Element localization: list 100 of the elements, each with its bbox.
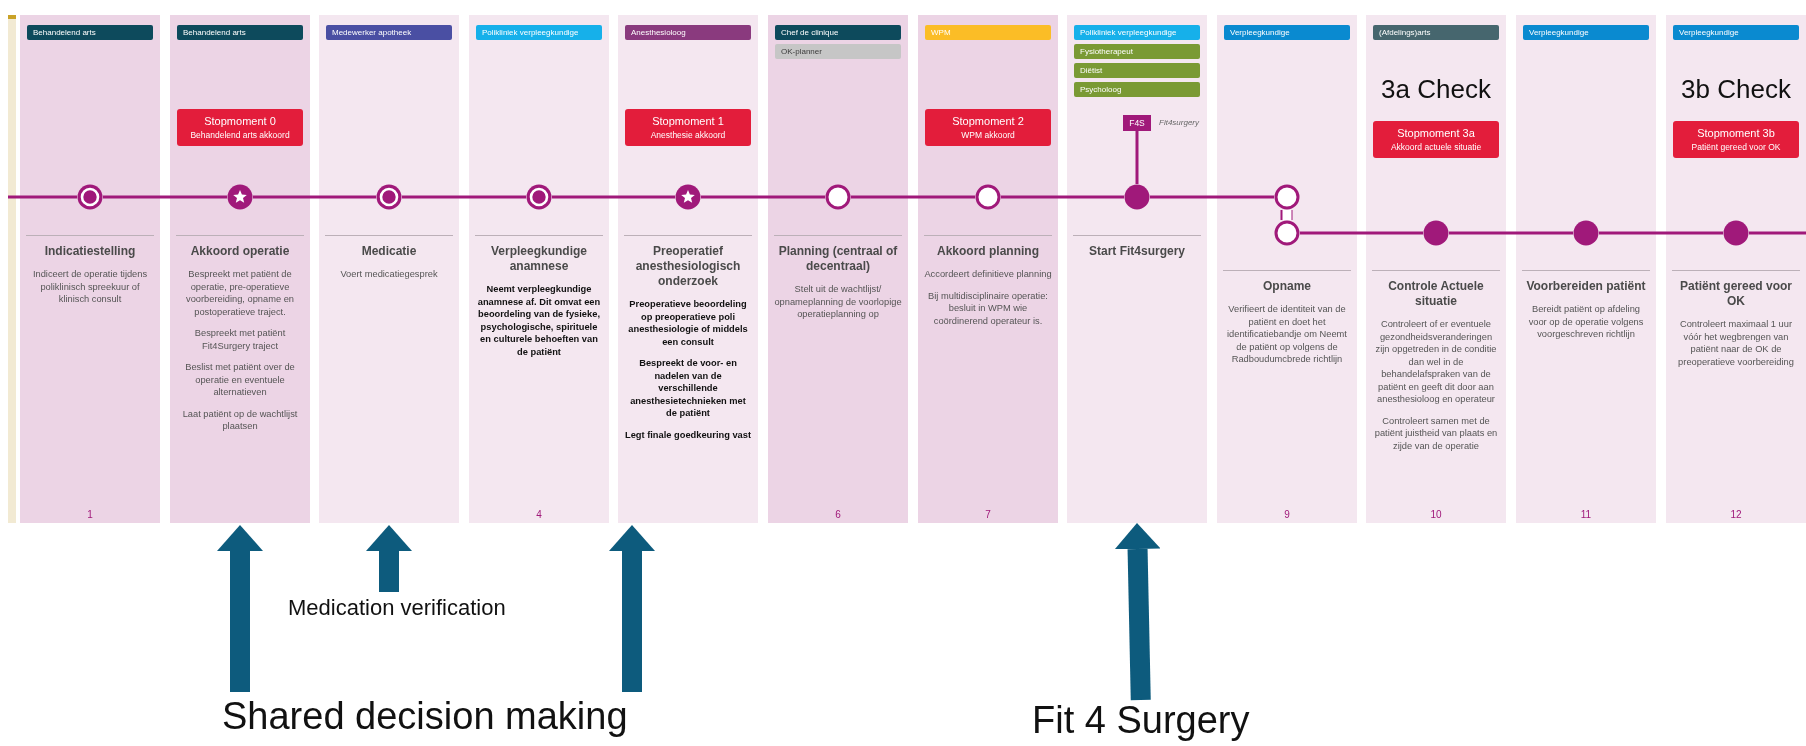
process-column: [768, 15, 908, 523]
timeline-line: [8, 195, 77, 199]
timeline-line: [1150, 195, 1274, 199]
check-label: 3a Check: [1380, 74, 1492, 105]
stop-moment-box: [625, 109, 751, 146]
timeline-line: [552, 195, 675, 199]
step-number: 10: [1430, 509, 1442, 520]
role-tag: (Afdelings)arts: [1373, 25, 1499, 40]
milestone-marker: [975, 184, 1001, 210]
step-number: 6: [835, 509, 841, 520]
step-description: Bespreekt met patiënt Fit4Surgery traject: [193, 327, 287, 352]
milestone-marker: [1274, 220, 1300, 246]
step-title: Medicatie: [361, 244, 417, 259]
stop-moment-title: Stopmoment 1: [652, 114, 724, 129]
milestone-marker: [1423, 220, 1449, 246]
timeline-line: [1449, 231, 1573, 235]
step-description: Controleert of er eventuele gezondheidsveranderingen zijn opgetreden in de conditie dan wel in de behandelafspraken van de patiënt en geeft dit door aan anesthesioloog en operateur: [1374, 318, 1498, 406]
process-column: [1366, 15, 1506, 523]
process-column: [20, 15, 160, 523]
role-tag: Diëtist: [1074, 63, 1200, 78]
process-column: [170, 15, 310, 523]
role-tag: Medewerker apotheek: [326, 25, 452, 40]
milestone-marker: [376, 184, 402, 210]
role-tag: WPM: [925, 25, 1051, 40]
stop-moment-box: [1373, 121, 1499, 158]
role-tag: OK-planner: [775, 44, 901, 59]
process-column: [1666, 15, 1806, 523]
step-description: Preoperatieve beoordeling op preoperatieve poli anesthesiologie of middels een consult: [627, 298, 749, 348]
milestone-marker: [526, 184, 552, 210]
role-tag: Psycholoog: [1074, 82, 1200, 97]
step-title: Start Fit4surgery: [1089, 244, 1185, 259]
process-column: [918, 15, 1058, 523]
step-description: Bij multidisciplinaire operatie: besluit in WPM wie coördinerend operateur is.: [927, 289, 1049, 327]
timeline-line: [103, 195, 227, 199]
process-column: [618, 15, 758, 523]
step-title: Verpleegkundige anamnese: [490, 244, 588, 274]
process-column: [1067, 15, 1207, 523]
step-description: Verifieert de identiteit van de patiënt en doet het identificatiebandje om Neemt de patiënt op volgens de Radboudumcbrede richtlijn: [1226, 303, 1348, 366]
stop-moment-box: [177, 109, 303, 146]
stop-moment-title: Stopmoment 0: [204, 114, 276, 129]
step-number: 1: [87, 509, 93, 520]
step-title: Planning (centraal of decentraal): [777, 244, 899, 274]
step-description: Controleert samen met de patiënt juistheid van plaats en zijde van de operatie: [1373, 414, 1499, 452]
stop-moment-title: Stopmoment 3a: [1397, 126, 1475, 141]
step-title: Opname: [1263, 279, 1311, 294]
stop-moment-subtitle: Patiënt gereed voor OK: [1691, 141, 1781, 153]
annotation-text: Fit 4 Surgery: [1032, 700, 1250, 742]
milestone-marker: [675, 184, 701, 210]
step-description: Stelt uit de wachtlijst/ opnameplanning de voorlopige operatieplanning op: [774, 283, 902, 321]
stop-moment-title: Stopmoment 3b: [1697, 126, 1775, 141]
step-title: Voorbereiden patiënt: [1526, 279, 1646, 294]
connector-bar: [1282, 210, 1292, 220]
step-title: Akkoord planning: [937, 244, 1039, 259]
step-description: Voert medicatiegesprek: [340, 268, 438, 281]
milestone-marker: [227, 184, 253, 210]
check-label: 3b Check: [1680, 74, 1792, 105]
step-description: Neemt verpleegkundige anamnese af. Dit omvat een beoordeling van de fysieke, psychologische, spirituele en culturele behoeften van de patiënt: [476, 283, 602, 358]
stop-moment-subtitle: Behandelend arts akkoord: [190, 129, 290, 141]
milestone-marker: [1124, 184, 1150, 210]
step-number: 9: [1284, 509, 1290, 520]
timeline-line: [851, 195, 975, 199]
step-description: Indiceert de operatie tijdens poliklinisch spreekuur of klinisch consult: [31, 268, 149, 306]
arrow: [609, 525, 655, 692]
stop-moment-subtitle: WPM akkoord: [961, 129, 1015, 141]
annotation-text: Medication verification: [288, 596, 506, 621]
role-tag: Verpleegkundige: [1673, 25, 1799, 40]
stop-moment-box: [925, 109, 1051, 146]
step-title: Indicatiestelling: [44, 244, 136, 259]
role-tag: Behandelend arts: [27, 25, 153, 40]
timeline-line: [1001, 195, 1124, 199]
step-description: Bespreekt de voor- en nadelen van de verschillende anesthesietechnieken met de patiënt: [629, 357, 747, 420]
milestone-marker: [825, 184, 851, 210]
timeline-line: [1599, 231, 1723, 235]
step-title: Akkoord operatie: [190, 244, 290, 259]
step-description: Accordeert definitieve planning: [924, 268, 1052, 281]
process-column: [1516, 15, 1656, 523]
role-tag: Polikliniek verpleegkundige: [1074, 25, 1200, 40]
step-title: Patiënt gereed voor OK: [1679, 279, 1793, 309]
step-number: 7: [985, 509, 991, 520]
arrow: [1114, 523, 1161, 701]
step-description: Bespreekt met patiënt de operatie, pre-operatieve voorbereiding, opname en postoperatieve traject.: [185, 268, 295, 318]
role-tag: Verpleegkundige: [1523, 25, 1649, 40]
f4s-badge: F4S: [1123, 115, 1151, 131]
timeline-line: [1749, 231, 1806, 235]
role-tag: Behandelend arts: [177, 25, 303, 40]
step-number: 11: [1580, 509, 1592, 520]
milestone-marker: [1573, 220, 1599, 246]
timeline-line: [253, 195, 376, 199]
role-tag: Chef de clinique: [775, 25, 901, 40]
step-description: Controleert maximaal 1 uur vóór het wegbrengen van patiënt naar de OK de preoperatieve voorbereiding: [1677, 318, 1795, 368]
process-column: [319, 15, 459, 523]
process-column: [1217, 15, 1357, 523]
step-description: Beslist met patiënt over de operatie en eventuele alternatieven: [184, 361, 296, 399]
arrow: [366, 525, 412, 592]
step-description: Laat patiënt op de wachtlijst plaatsen: [181, 407, 299, 433]
step-title: Controle Actuele situatie: [1387, 279, 1485, 309]
stop-moment-box: [1673, 121, 1799, 158]
stop-moment-title: Stopmoment 2: [952, 114, 1024, 129]
step-number: 12: [1730, 509, 1742, 520]
role-tag: Verpleegkundige: [1224, 25, 1350, 40]
